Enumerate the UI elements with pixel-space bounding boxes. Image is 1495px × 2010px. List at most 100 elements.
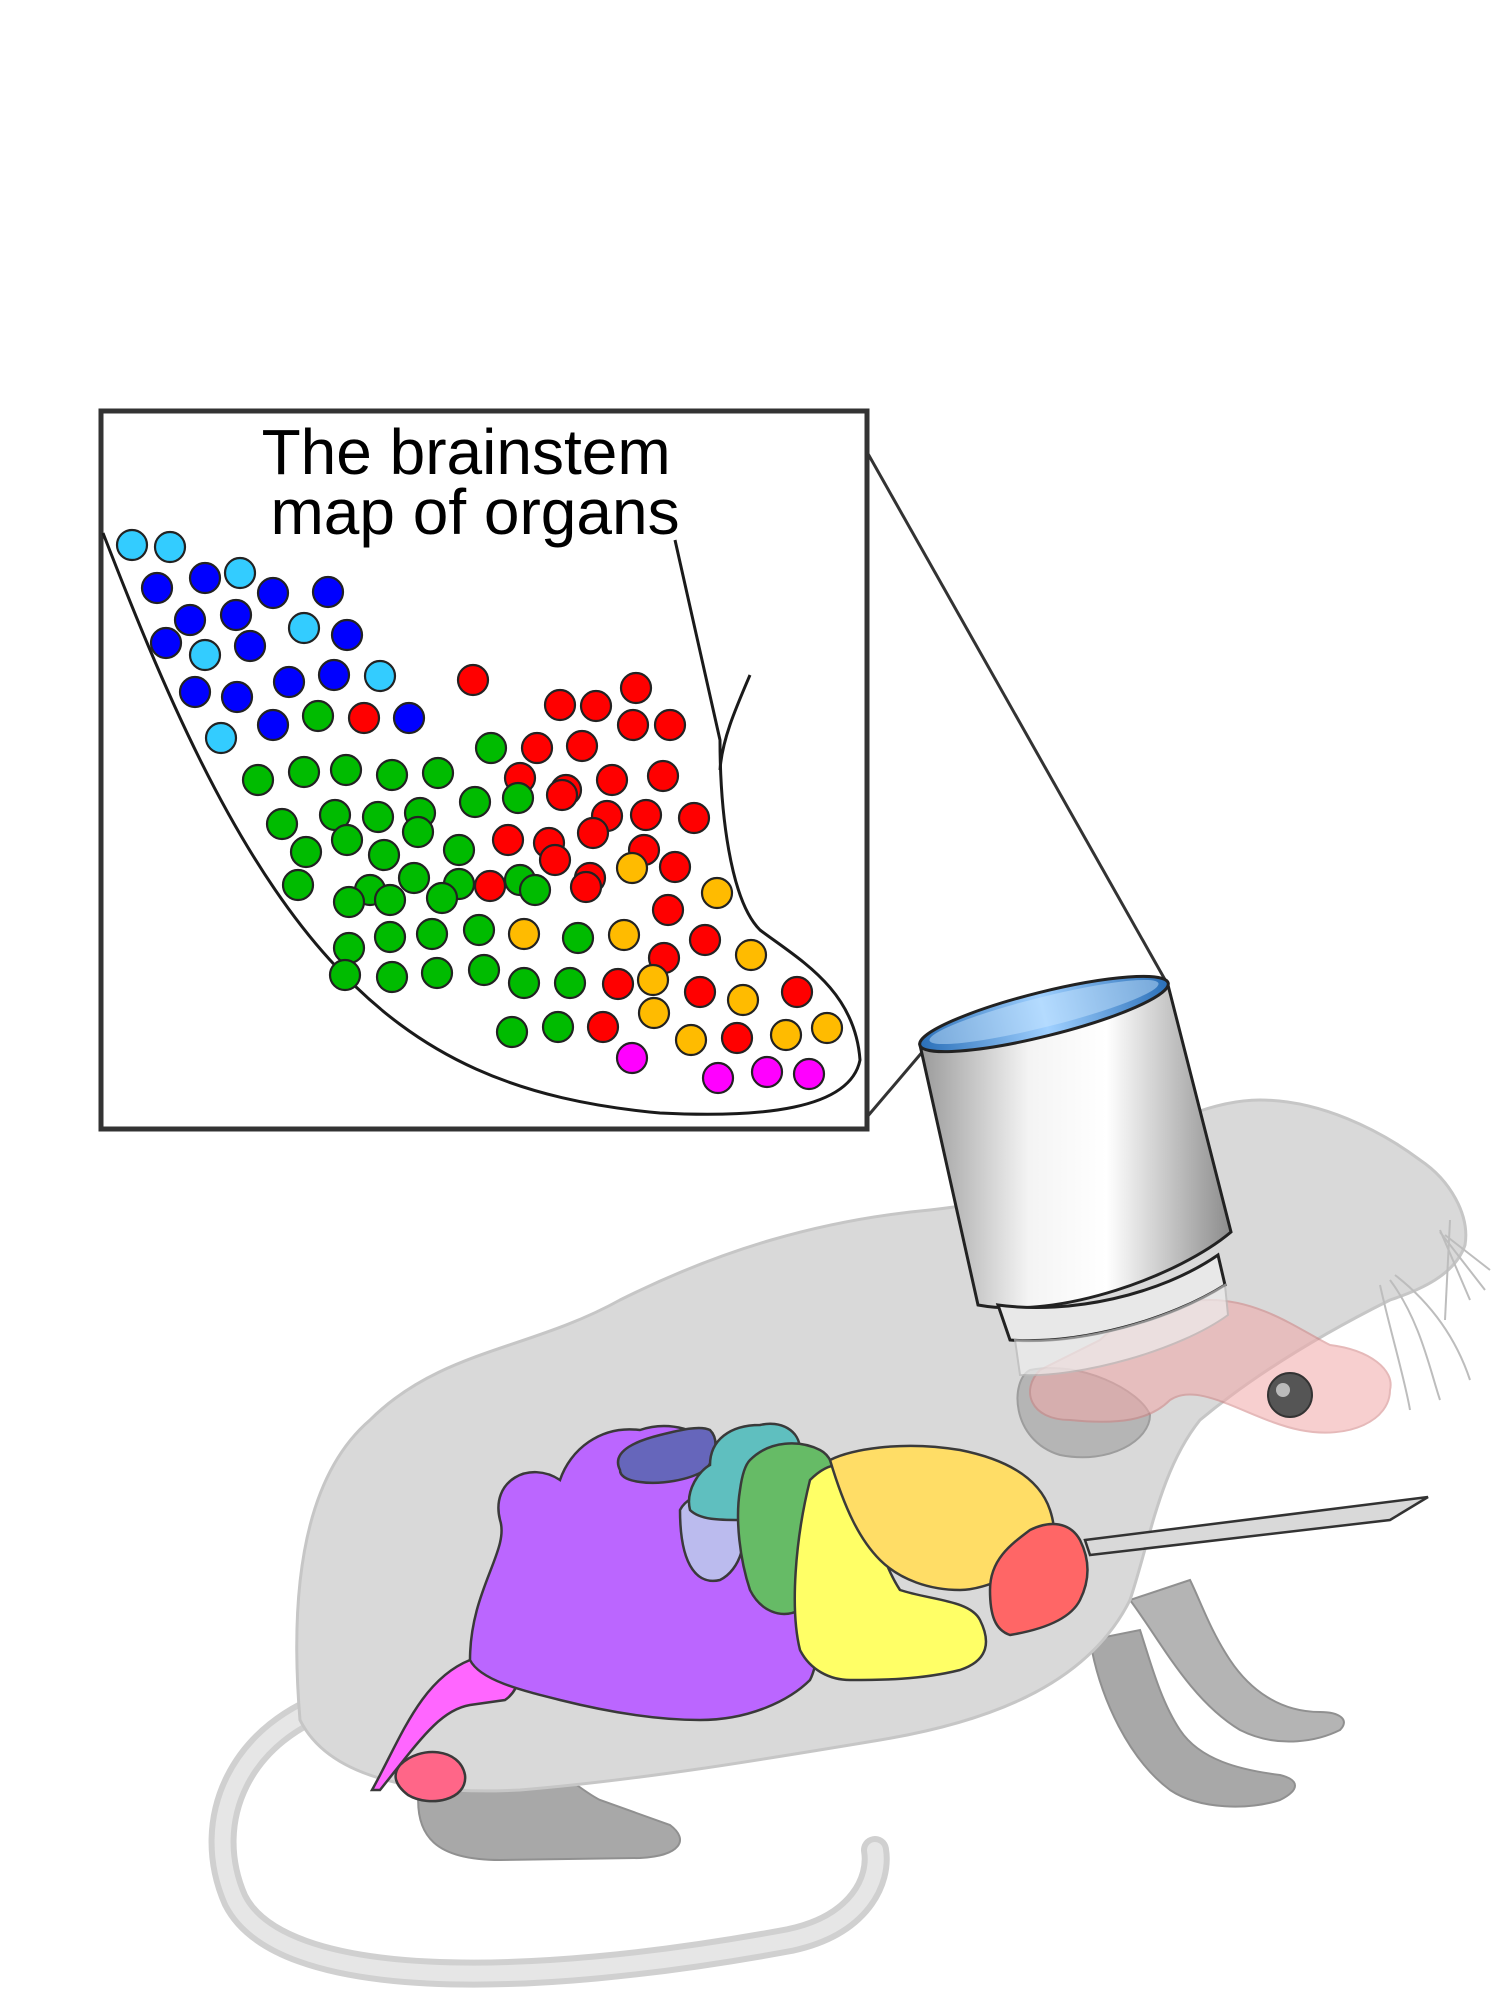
neuron-dot-orange [674,1023,708,1057]
neuron-dot-green [287,755,321,789]
neuron-dot-orange [810,1011,844,1045]
neuron-dot-green [421,756,455,790]
organ-heart [988,1522,1089,1637]
neuron-dot-red [347,701,381,735]
neuron-dot-magenta [701,1061,735,1095]
neuron-dot-blue [178,675,212,709]
neuron-dot-red [579,689,613,723]
neuron-dot-green [330,823,364,857]
inset-title: The brainstem map of organs [262,416,689,548]
zoom-line-bottom [865,1049,926,1118]
neuron-dot-red [629,798,663,832]
neuron-dot-blue [149,626,183,660]
neuron-dot-green [442,833,476,867]
neuron-dot-red [688,923,722,957]
objective-lens-inner [929,979,1159,1045]
neuron-dot-red [520,731,554,765]
neuron-dot-green [495,1015,529,1049]
neuron-dot-green [329,753,363,787]
neuron-dot-blue [272,665,306,699]
neuron-dot-green [361,800,395,834]
neuron-dot-light-blue [188,638,222,672]
inset-title-line-1: The brainstem [262,416,671,488]
neuron-dot-blue [311,575,345,609]
neuron-dot-green [458,785,492,819]
mouse-eye-highlight [1276,1383,1290,1397]
neuron-dot-green [553,966,587,1000]
neuron-dot-red [780,975,814,1009]
neuron-dot-red [456,663,490,697]
mouse-front-leg-back [1088,1628,1296,1808]
neuron-dot-red [677,801,711,835]
neuron-dot-orange [734,938,768,972]
neuron-dot-green [373,883,407,917]
neuron-dot-red [491,823,525,857]
neuron-dot-orange [769,1018,803,1052]
neuron-dot-red [658,850,692,884]
neuron-dot-green [501,781,535,815]
neuron-dot-orange [615,851,649,885]
neuron-dot-red [653,708,687,742]
neuron-dot-orange [507,917,541,951]
neuron-dot-orange [607,918,641,952]
neuron-dots [115,528,844,1095]
neuron-dot-blue [220,680,254,714]
organ-testis [394,1750,467,1803]
neuron-dot-green [241,763,275,797]
neuron-dot-blue [256,576,290,610]
mouse-eye [1267,1372,1313,1418]
brainstem-inner-outline [718,674,752,771]
neuron-dot-green [415,917,449,951]
neuron-dot-green [420,956,454,990]
neuron-dot-blue [256,708,290,742]
objective-glass-window [1013,1283,1230,1377]
vagus-nerve [1083,1495,1429,1557]
neuron-dot-blue [188,561,222,595]
neuron-dot-green [507,966,541,1000]
neuron-dot-blue [317,658,351,692]
neuron-dot-magenta [750,1055,784,1089]
neuron-dot-green [301,699,335,733]
neuron-dot-light-blue [363,659,397,693]
neuron-dot-green [397,861,431,895]
neuron-dot-red [601,967,635,1001]
neuron-dot-red [576,816,610,850]
mouse-whiskers [1379,1219,1491,1411]
neuron-dot-orange [700,876,734,910]
neuron-dot-green [265,807,299,841]
neuron-dot-light-blue [223,556,257,590]
neuron-dot-red [565,729,599,763]
neuron-dot-light-blue [115,528,149,562]
neuron-dot-green [541,1010,575,1044]
neuron-dot-green [332,885,366,919]
neuron-dot-light-blue [204,721,238,755]
inset-panel: The brainstem map of organs [98,408,1170,1132]
mouse-illustration [208,1098,1491,1988]
neuron-dot-red [646,759,680,793]
neuron-dot-orange [636,963,670,997]
neuron-dot-green [518,873,552,907]
neuron-dot-green [561,921,595,955]
neuron-dot-red [538,843,572,877]
neuron-dot-light-blue [287,611,321,645]
neuron-dot-red [595,763,629,797]
neuron-dot-green [401,815,435,849]
neuron-dot-red [473,869,507,903]
neuron-dot-blue [140,571,174,605]
neuron-dot-magenta [615,1041,649,1075]
neuron-dot-red [619,671,653,705]
neuron-dot-blue [233,629,267,663]
neuron-dot-red [720,1021,754,1055]
neuron-dot-green [467,953,501,987]
microscope-objective [918,974,1233,1377]
neuron-dot-blue [330,618,364,652]
zoom-line-top [865,451,1170,986]
neuron-dot-green [375,758,409,792]
neuron-dot-magenta [792,1057,826,1091]
neuron-dot-red [586,1010,620,1044]
neuron-dot-blue [219,598,253,632]
neuron-dot-green [289,835,323,869]
neuron-dot-green [474,731,508,765]
neuron-dot-green [332,931,366,965]
neuron-dot-green [425,881,459,915]
